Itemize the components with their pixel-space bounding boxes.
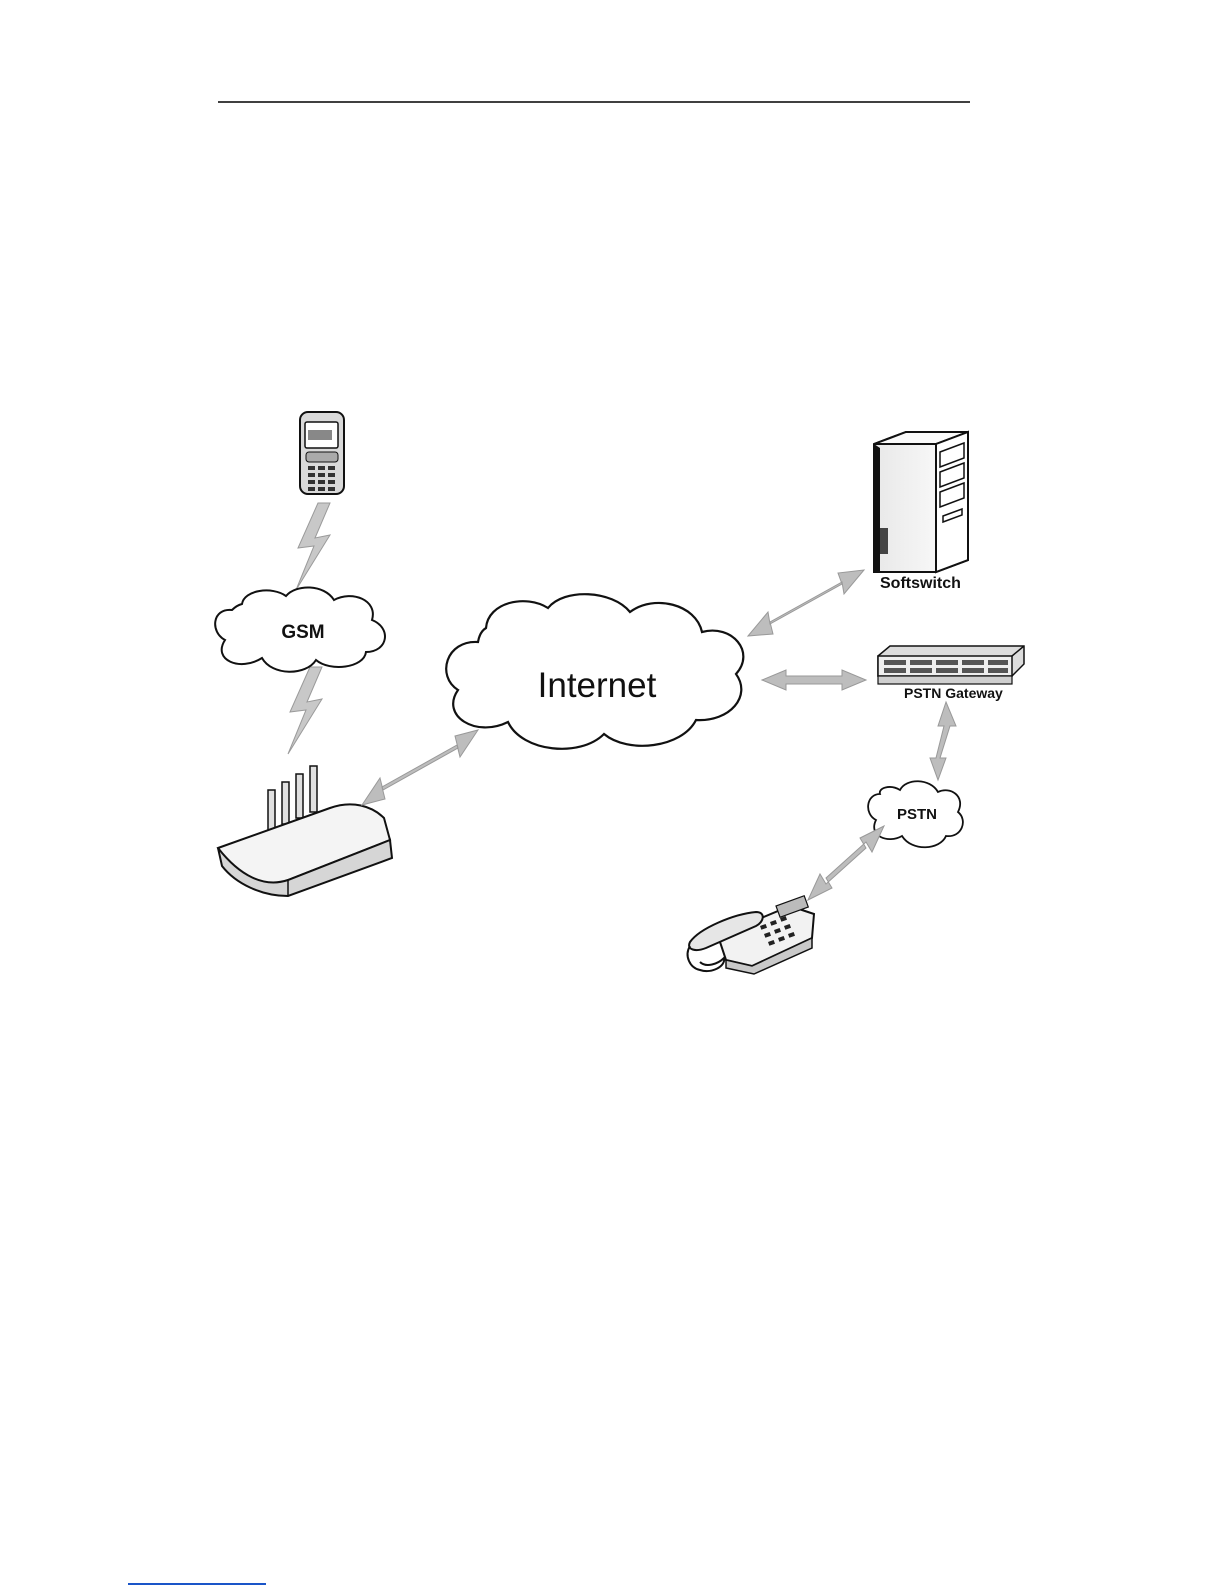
gsm-gateway-icon (218, 766, 392, 896)
double-arrow-internet-softswitch (748, 570, 864, 636)
softswitch-label: Softswitch (880, 575, 961, 592)
double-arrow-pstn-gateway-pstn (930, 702, 956, 780)
internet-cloud-label: Internet (538, 666, 657, 705)
pstn-cloud-label: PSTN (897, 806, 937, 823)
internet-cloud: Internet (446, 594, 743, 749)
pstn-gateway-label: PSTN Gateway (904, 685, 1003, 701)
pstn-cloud: PSTN (868, 781, 963, 847)
rack-gateway-icon: PSTN Gateway (878, 646, 1024, 701)
double-arrow-internet-pstn-gateway (762, 670, 866, 690)
double-arrow-pstn-telephone (808, 826, 884, 900)
server-tower-icon: Softswitch (874, 432, 968, 592)
gsm-cloud: GSM (215, 587, 385, 671)
wireless-bolt-icon (288, 667, 322, 754)
gsm-cloud-label: GSM (281, 622, 324, 643)
wireless-bolt-icon (296, 503, 330, 590)
double-arrow-gsm-gateway-internet (362, 730, 478, 805)
desk-phone-icon (688, 896, 814, 974)
mobile-phone-icon (300, 412, 344, 494)
